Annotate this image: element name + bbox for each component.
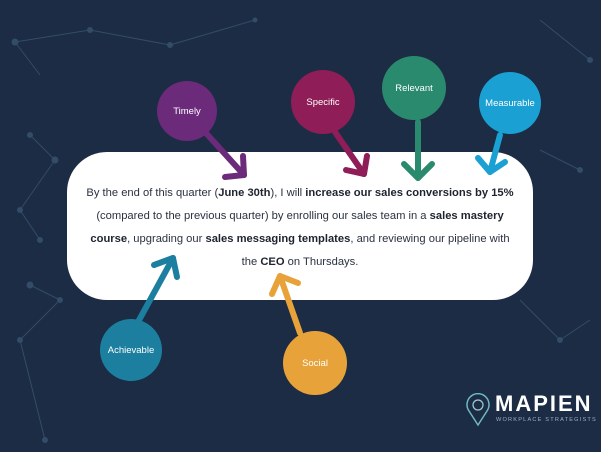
specific-bubble: Specific	[291, 70, 355, 134]
goal-line-1: By the end of this quarter (June 30th), …	[67, 182, 533, 205]
goal-bold: increase our sales conversions by 15%	[305, 187, 514, 199]
achievable-arrow-icon	[135, 255, 180, 325]
goal-card	[67, 152, 533, 300]
measurable-bubble: Measurable	[479, 72, 541, 134]
timely-arrow-icon	[202, 129, 247, 180]
map-pin-logo-icon	[466, 392, 490, 427]
goal-bold: sales mastery	[429, 210, 504, 222]
relevant-arrow-icon	[401, 119, 435, 181]
goal-bold: CEO	[260, 256, 285, 268]
goal-text: ), I will	[270, 187, 306, 199]
goal-text: , upgrading our	[127, 233, 206, 245]
goal-text: (compared to the previous quarter) by en…	[96, 210, 430, 222]
timely-bubble: Timely	[157, 81, 217, 141]
goal-line-4: the CEO on Thursdays.	[67, 251, 533, 274]
logo-name: MAPIEN	[495, 391, 593, 416]
measurable-arrow-icon	[475, 132, 508, 175]
goal-text: the	[241, 256, 261, 268]
goal-line-2: (compared to the previous quarter) by en…	[67, 205, 533, 228]
mapien-logo: MAPIEN WORKPLACE STRATEGISTS	[465, 391, 596, 432]
goal-text: on Thursdays.	[284, 256, 359, 268]
goal-bold: June 30th	[218, 187, 271, 199]
goal-line-3: course, upgrading our sales messaging te…	[67, 228, 533, 251]
relevant-bubble: Relevant	[382, 56, 446, 120]
goal-text: , and reviewing our pipeline with	[350, 233, 510, 245]
smart-goal-text: By the end of this quarter (June 30th), …	[67, 182, 533, 274]
achievable-bubble: Achievable	[100, 319, 162, 381]
social-bubble: Social	[283, 331, 347, 395]
goal-bold: course	[90, 233, 128, 245]
specific-arrow-icon	[332, 129, 370, 177]
social-arrow-icon	[269, 273, 303, 336]
logo-tagline: WORKPLACE STRATEGISTS	[496, 417, 597, 423]
goal-text: By the end of this quarter (	[86, 187, 219, 199]
goal-bold: sales messaging templates	[205, 233, 351, 245]
